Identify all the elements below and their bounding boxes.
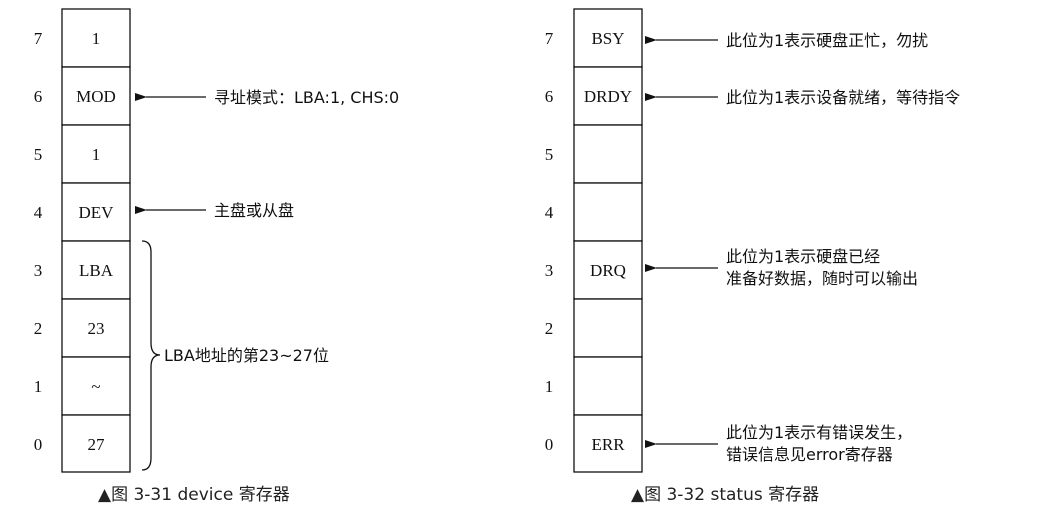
drq-note-line2: 准备好数据，随时可以输出 xyxy=(726,269,918,288)
status-bit-number: 0 xyxy=(545,435,554,454)
lba-range-brace xyxy=(141,240,161,471)
device-cell-value: ~ xyxy=(91,377,100,396)
device-register: 7 6 5 4 3 2 1 0 1 MOD 1 DEV LBA 23 ~ 27 … xyxy=(34,8,399,505)
status-cell-bit3 xyxy=(573,240,643,300)
mod-note: 寻址模式：LBA:1, CHS:0 xyxy=(214,88,399,107)
device-bit-number: 4 xyxy=(34,203,43,222)
status-cell-value: ERR xyxy=(591,435,625,454)
device-cell-value: LBA xyxy=(79,261,114,280)
status-cell-value: DRQ xyxy=(590,261,626,280)
device-bit-number: 2 xyxy=(34,319,43,338)
device-cell-bit7 xyxy=(61,8,131,68)
status-bit-number: 2 xyxy=(545,319,554,338)
lba-range-note: LBA地址的第23~27位 xyxy=(164,346,329,365)
device-bit-number: 1 xyxy=(34,377,43,396)
device-cell-value: 27 xyxy=(88,435,106,454)
status-bit-number: 5 xyxy=(545,145,554,164)
device-cell-value: 1 xyxy=(92,29,101,48)
err-note-line1: 此位为1表示有错误发生， xyxy=(726,423,912,442)
device-cell-value: MOD xyxy=(76,87,116,106)
bsy-note: 此位为1表示硬盘正忙，勿扰 xyxy=(726,31,928,50)
status-cell-bit2 xyxy=(573,298,643,358)
status-bit-number: 3 xyxy=(545,261,554,280)
device-cell-bit6 xyxy=(61,66,131,126)
status-bit-number: 7 xyxy=(545,29,554,48)
status-cell-value: DRDY xyxy=(584,87,632,106)
device-cell-bit2 xyxy=(61,298,131,358)
status-cell-bit1 xyxy=(573,356,643,416)
status-cell-bit5 xyxy=(573,124,643,184)
device-bit-number: 5 xyxy=(34,145,43,164)
status-register: 7 6 5 4 3 2 1 0 BSY DRDY DRQ ERR 此位为1表示硬… xyxy=(545,8,960,505)
device-caption: ▲图 3-31 device 寄存器 xyxy=(98,485,290,505)
device-cell-value: DEV xyxy=(79,203,115,222)
device-bit-number: 6 xyxy=(34,87,43,106)
device-bit-number: 0 xyxy=(34,435,43,454)
device-bit-number: 7 xyxy=(34,29,43,48)
status-cell-bit4 xyxy=(573,182,643,242)
status-cell-bit0 xyxy=(573,414,643,473)
device-bit-number: 3 xyxy=(34,261,43,280)
drdy-note: 此位为1表示设备就绪，等待指令 xyxy=(726,88,960,107)
err-note-line2: 错误信息见error寄存器 xyxy=(726,445,893,464)
device-cell-value: 23 xyxy=(88,319,105,338)
device-cell-bit4 xyxy=(61,182,131,242)
status-cell-value: BSY xyxy=(591,29,624,48)
device-cell-bit0 xyxy=(61,414,131,473)
drq-note-line1: 此位为1表示硬盘已经 xyxy=(726,247,880,266)
status-bit-number: 1 xyxy=(545,377,554,396)
device-cell-bit5 xyxy=(61,124,131,184)
status-bit-number: 6 xyxy=(545,87,554,106)
dev-note: 主盘或从盘 xyxy=(214,201,294,220)
device-cell-value: 1 xyxy=(92,145,101,164)
status-caption: ▲图 3-32 status 寄存器 xyxy=(631,485,819,505)
status-bit-number: 4 xyxy=(545,203,554,222)
